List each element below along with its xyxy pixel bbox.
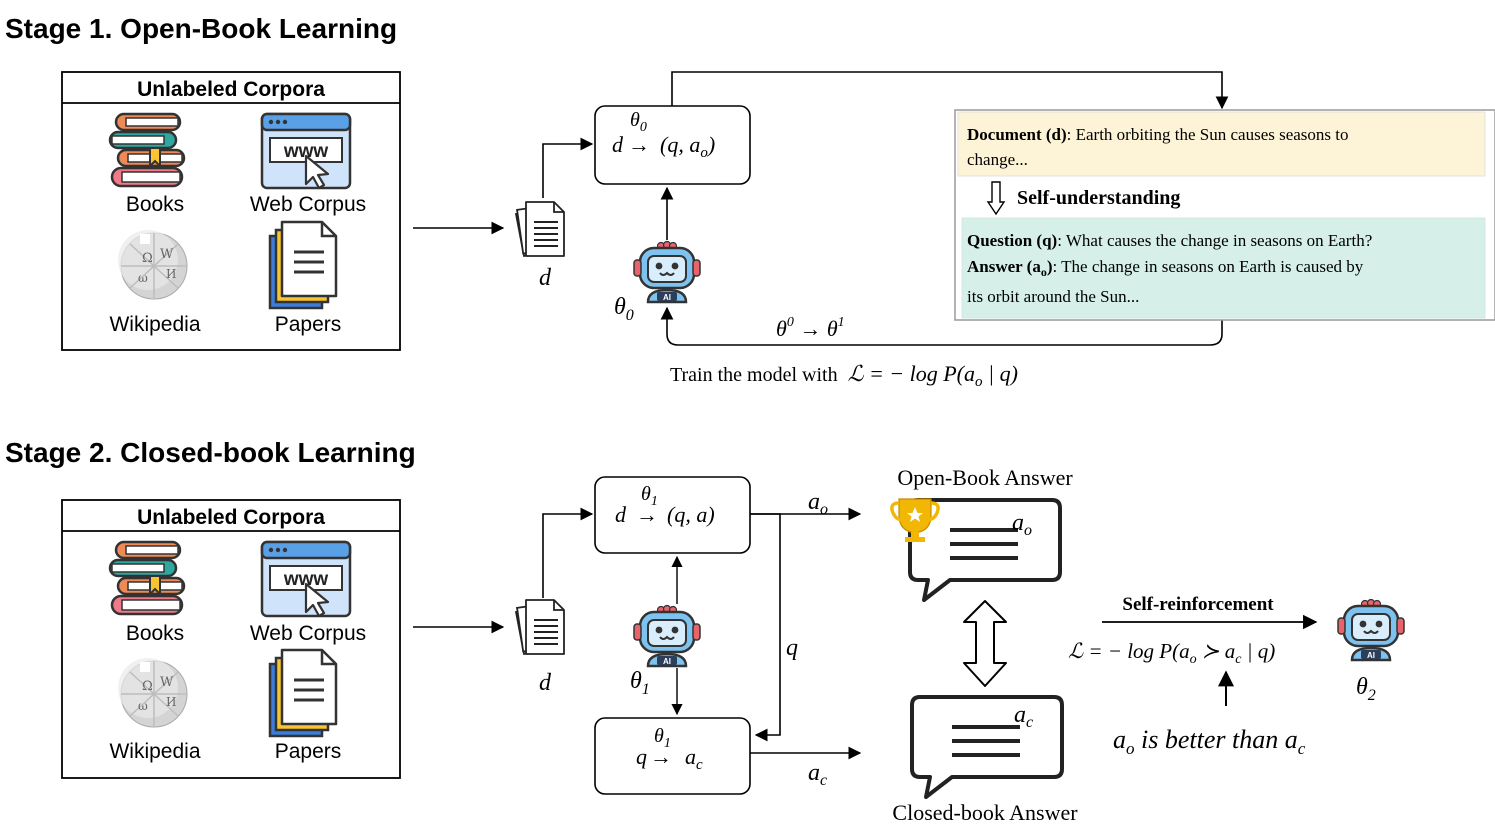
documents-icon [515, 201, 565, 257]
compare-double-arrow-icon [963, 600, 1007, 687]
corpora-title: Unlabeled Corpora [137, 78, 325, 101]
closed-bubble-ac: ac [1014, 702, 1033, 731]
stage2-corpora-box: Unlabeled Corpora Books Web Corpus Wikip… [61, 499, 401, 779]
gen-arrow-glyph: → [628, 132, 650, 157]
robot-label: θ0 [614, 294, 634, 324]
answer-text-cont: its orbit around the Sun... [967, 287, 1139, 306]
open-bubble-ao: ao [1012, 510, 1032, 539]
gen-left-symbol: d [612, 132, 624, 157]
q-symbol: q [786, 635, 798, 661]
generator-to-panel-arrow [671, 71, 1229, 110]
update-label: θ0 → θ1 [776, 315, 845, 341]
answer-arrow-glyph: → [650, 744, 672, 769]
web-browser-icon [260, 112, 352, 190]
doc-to-generator-arrow [542, 137, 594, 198]
stage2-answer-box: q θ1 → ac [594, 717, 751, 795]
stage2-heading: Stage 2. Closed-book Learning [5, 437, 416, 468]
stage2-generator-box: d θ1 → (q, a) [594, 476, 751, 554]
ac-label: ac [808, 760, 827, 789]
corpus-label-books: Books [126, 193, 184, 216]
gen-param: θ0 [630, 109, 647, 135]
answer-left-symbol: q [636, 744, 647, 769]
corpus-label-wikipedia: Wikipedia [109, 740, 200, 763]
self-understanding-label: Self-understanding [1017, 187, 1180, 209]
robot-icon [632, 604, 702, 668]
corpus-label-papers: Papers [275, 740, 342, 763]
ao-label: ao [808, 489, 828, 518]
closed-book-answer-label: Closed-book Answer [892, 800, 1078, 825]
down-arrow-icon [986, 181, 1006, 216]
answer-right-symbol: ac [685, 744, 703, 773]
doc-symbol: d [539, 670, 552, 696]
doc-to-generator-arrow [542, 507, 594, 598]
document-text: Document (d): Earth orbiting the Sun cau… [967, 125, 1349, 144]
papers-icon [268, 220, 338, 310]
gen-arrow-glyph: → [636, 502, 658, 527]
gen-right-symbol: (q, a) [667, 502, 715, 527]
better-statement: ao is better than ac [1113, 725, 1306, 758]
corpus-label-books: Books [126, 622, 184, 645]
papers-icon [268, 648, 338, 738]
corpus-label-web: Web Corpus [250, 193, 366, 216]
corpus-label-web: Web Corpus [250, 622, 366, 645]
open-answer-bubble [908, 498, 1062, 602]
final-robot-icon [1336, 598, 1406, 662]
robot-label: θ1 [630, 668, 650, 698]
stage1-corpora-box: Unlabeled Corpora Books Web Corpus Wikip… [61, 71, 401, 351]
gen-param: θ1 [641, 483, 658, 509]
robot-icon [632, 240, 702, 304]
question-text: Question (q): What causes the change in … [967, 231, 1372, 250]
corpus-label-papers: Papers [275, 313, 342, 336]
corpora-title: Unlabeled Corpora [137, 506, 325, 529]
answer-text: Answer (ao): The change in seasons on Ea… [967, 257, 1364, 279]
documents-icon [515, 599, 565, 655]
stage1-heading: Stage 1. Open-Book Learning [5, 13, 397, 44]
self-understanding-panel: Document (d): Earth orbiting the Sun cau… [954, 109, 1495, 321]
web-browser-icon [260, 540, 352, 618]
closed-answer-bubble [910, 695, 1064, 799]
update-feedback-arrow [660, 306, 1223, 346]
corpus-label-wikipedia: Wikipedia [109, 313, 200, 336]
preference-loss: ℒ = − log P(ao ≻ ac | q) [1068, 639, 1275, 667]
gen-left-symbol: d [615, 502, 627, 527]
self-reinforcement-label: Self-reinforcement [1122, 594, 1274, 615]
answer-param: θ1 [654, 725, 671, 751]
question-feed-arrow [750, 513, 781, 742]
final-robot-label: θ2 [1356, 674, 1376, 704]
gen-right-symbol: (q, ao) [660, 132, 715, 161]
doc-symbol: d [539, 265, 552, 291]
open-book-answer-label: Open-Book Answer [897, 465, 1073, 490]
document-text-cont: change... [967, 150, 1028, 169]
stage1-generator-box: d θ0 → (q, ao) [594, 105, 751, 185]
trophy-icon [890, 498, 940, 542]
